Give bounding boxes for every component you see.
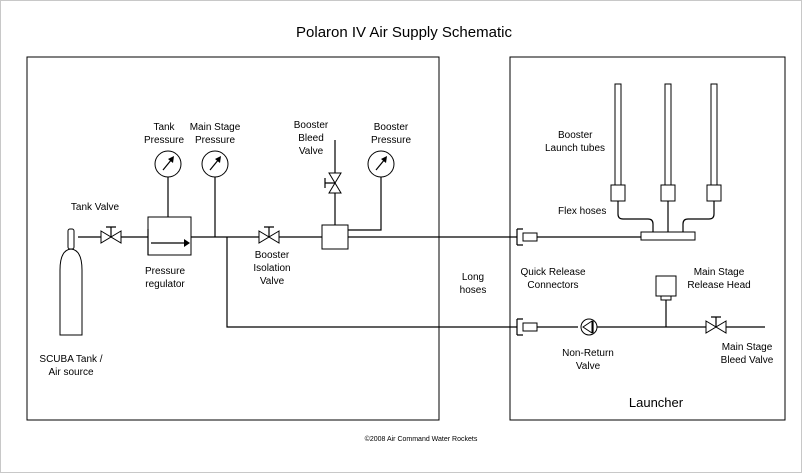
svg-text:Long: Long	[462, 272, 484, 283]
svg-text:Booster: Booster	[558, 130, 593, 141]
svg-text:Connectors: Connectors	[527, 280, 578, 291]
svg-text:Non-Return: Non-Return	[562, 348, 614, 359]
flex-hoses-label: Flex hoses	[558, 206, 606, 217]
booster-launch-tube-center	[660, 83, 676, 202]
svg-text:Valve: Valve	[576, 361, 601, 372]
main-stage-pressure-label: Main Stage Pressure	[190, 122, 241, 146]
svg-text:Main Stage: Main Stage	[722, 342, 773, 353]
booster-launch-tubes-label: Booster Launch tubes	[545, 130, 605, 154]
svg-text:Bleed Valve: Bleed Valve	[721, 355, 774, 366]
booster-pressure-gauge-icon	[367, 150, 395, 178]
tank-valve	[100, 226, 122, 244]
booster-pressure-label: Booster Pressure	[371, 122, 411, 146]
main-stage-release-head	[655, 275, 677, 301]
main-stage-bleed-valve-label: Main Stage Bleed Valve	[721, 342, 774, 366]
svg-text:Pressure: Pressure	[195, 135, 235, 146]
diagram-title: Polaron IV Air Supply Schematic	[296, 24, 512, 41]
svg-text:Bleed: Bleed	[298, 133, 324, 144]
booster-bleed-valve-label: Booster Bleed Valve	[294, 120, 329, 157]
launcher-label: Launcher	[629, 395, 684, 410]
svg-text:Quick Release: Quick Release	[520, 267, 585, 278]
booster-bleed-valve	[324, 172, 342, 194]
non-return-valve-icon	[580, 318, 598, 336]
svg-text:Main Stage: Main Stage	[190, 122, 241, 133]
svg-text:Air source: Air source	[48, 367, 93, 378]
long-hoses-label: Long hoses	[460, 272, 487, 296]
air-supply-box	[26, 56, 440, 421]
scuba-tank-label: SCUBA Tank / Air source	[39, 354, 102, 378]
booster-manifold	[321, 224, 349, 250]
booster-isolation-valve-label: Booster Isolation Valve	[253, 250, 290, 287]
pressure-regulator	[147, 216, 192, 256]
svg-text:Pressure: Pressure	[144, 135, 184, 146]
booster-launch-tube-right	[706, 83, 722, 202]
long-hose-main-stage	[226, 237, 517, 328]
copyright-footer: ©2008 Air Command Water Rockets	[365, 435, 478, 443]
svg-text:Pressure: Pressure	[371, 135, 411, 146]
quick-release-connectors-label: Quick Release Connectors	[520, 267, 585, 291]
scuba-tank	[59, 228, 83, 336]
launcher-box	[509, 56, 786, 421]
svg-text:Release Head: Release Head	[687, 280, 750, 291]
svg-text:Booster: Booster	[294, 120, 329, 131]
booster-isolation-valve	[258, 226, 280, 244]
flex-hose-right	[682, 201, 715, 232]
svg-text:SCUBA Tank /: SCUBA Tank /	[39, 354, 102, 365]
svg-text:Pressure: Pressure	[145, 266, 185, 277]
svg-text:hoses: hoses	[460, 285, 487, 296]
tank-valve-label: Tank Valve	[71, 202, 120, 213]
booster-gauge-stem	[348, 177, 382, 231]
svg-text:Booster: Booster	[374, 122, 409, 133]
quick-release-connector-booster	[516, 228, 538, 246]
flex-hose-left	[617, 201, 654, 232]
main-stage-bleed-valve	[705, 316, 727, 334]
svg-text:Valve: Valve	[299, 146, 324, 157]
quick-release-connector-main-stage	[516, 318, 538, 336]
main-stage-release-head-label: Main Stage Release Head	[687, 267, 750, 291]
svg-text:Main Stage: Main Stage	[694, 267, 745, 278]
non-return-valve-label: Non-Return Valve	[562, 348, 614, 372]
flex-hose-manifold	[640, 231, 696, 241]
pressure-regulator-label: Pressure regulator	[145, 266, 185, 290]
booster-launch-tube-left	[610, 83, 626, 202]
svg-text:Isolation: Isolation	[253, 263, 290, 274]
svg-text:Valve: Valve	[260, 276, 285, 287]
main-stage-pressure-gauge-icon	[201, 150, 229, 178]
tank-pressure-gauge-icon	[154, 150, 182, 178]
svg-text:Launch tubes: Launch tubes	[545, 143, 605, 154]
svg-text:Tank: Tank	[153, 122, 175, 133]
tank-pressure-label: Tank Pressure	[144, 122, 184, 146]
svg-text:regulator: regulator	[145, 279, 185, 290]
svg-text:Booster: Booster	[255, 250, 290, 261]
